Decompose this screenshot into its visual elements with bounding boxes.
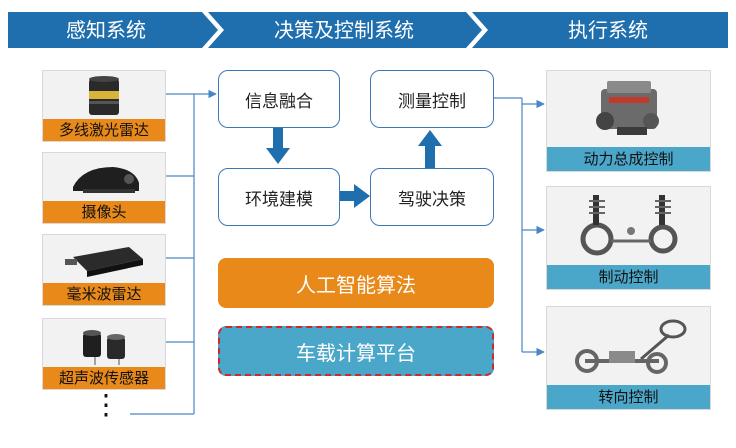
stage-label-execution: 执行系统 (568, 18, 648, 42)
flow-arrows (266, 128, 442, 208)
ai-algorithm-bar: 人工智能算法 (218, 258, 494, 308)
actuator-card-powertrain: 动力总成控制 (546, 70, 711, 172)
actuator-label: 制动控制 (547, 265, 710, 289)
steering-system-icon (575, 319, 687, 374)
sensor-label: 超声波传感器 (43, 367, 165, 389)
actuator-card-steering: 转向控制 (546, 306, 711, 410)
sensor-label: 摄像头 (43, 201, 165, 223)
sensor-card-camera: 摄像头 (42, 152, 166, 224)
ultrasonic-sensor-icon (83, 330, 125, 365)
radar-icon (65, 247, 143, 277)
lidar-icon (89, 76, 119, 115)
sensor-card-ultrasonic: 超声波传感器 (42, 318, 166, 390)
info-fusion-box: 信息融合 (218, 70, 340, 128)
sensor-collector-lines (130, 89, 217, 415)
stage-chevron-execution (472, 12, 728, 48)
actuator-label: 动力总成控制 (547, 147, 710, 171)
vehicle-computing-platform-bar: 车载计算平台 (218, 326, 494, 376)
actuator-distribution-lines (494, 97, 545, 357)
sensor-card-radar: 毫米波雷达 (42, 234, 166, 306)
measurement-control-box: 测量控制 (370, 70, 494, 128)
more-sensors-indicator: ⋮ (92, 388, 120, 421)
actuator-label: 转向控制 (547, 385, 710, 409)
stage-banner (8, 12, 728, 48)
engine-icon (596, 81, 659, 135)
stage-label-decision: 决策及控制系统 (274, 18, 414, 42)
sensor-label: 毫米波雷达 (43, 283, 165, 305)
driving-decision-box: 驾驶决策 (370, 168, 494, 226)
sensor-label: 多线激光雷达 (43, 119, 165, 141)
camera-icon (73, 167, 139, 193)
stage-label-perception: 感知系统 (66, 18, 146, 42)
stage-chevron-decision (208, 12, 482, 48)
brake-suspension-icon (580, 195, 678, 256)
stage-chevron-perception (8, 12, 218, 48)
actuator-card-brake: 制动控制 (546, 186, 711, 290)
sensor-card-lidar: 多线激光雷达 (42, 70, 166, 142)
environment-modeling-box: 环境建模 (218, 168, 340, 226)
